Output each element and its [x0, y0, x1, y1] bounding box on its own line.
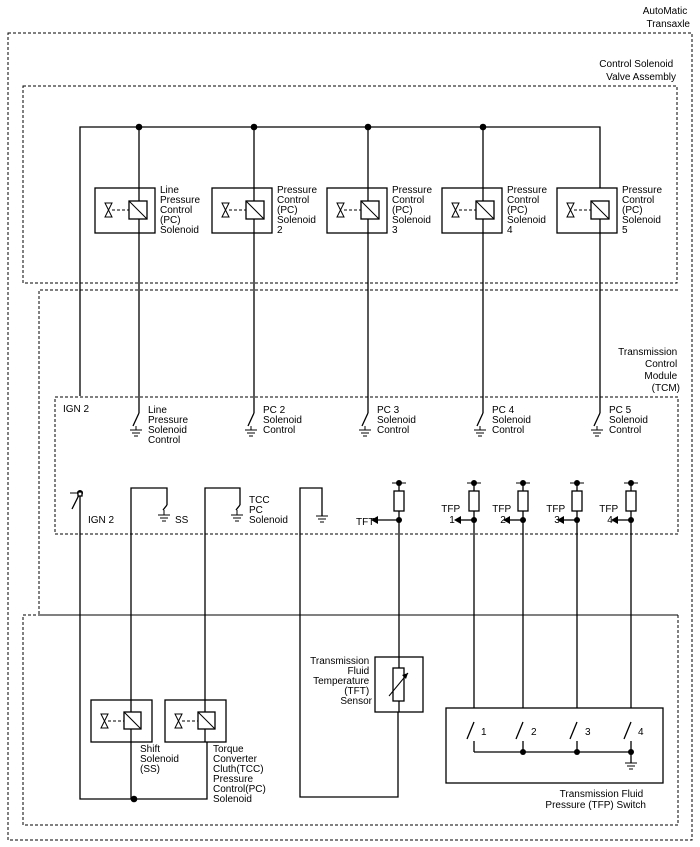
line-pc-control-label: Line Pressure Solenoid Control — [148, 405, 191, 446]
pc-solenoid-5-label: Pressure Control (PC) Solenoid 5 — [622, 185, 665, 236]
tfp1-label: TFP 1 — [441, 504, 463, 526]
sensor-ground-symbol — [316, 515, 328, 523]
tfp-contact-2: 2 — [531, 727, 537, 738]
solenoid-assembly-title: Control Solenoid Valve Assembly — [599, 59, 676, 83]
line-pc-solenoid-label: Line Pressure Control (PC) Solenoid — [160, 185, 203, 236]
lower-feed-splice — [130, 795, 138, 803]
pc5-control-driver: PC 5 Solenoid Control — [591, 405, 651, 437]
tfp2-label: TFP 2 — [492, 504, 514, 526]
lower-solenoid-feed-wire — [79, 505, 208, 800]
ign2-bus-wire — [79, 126, 601, 396]
pc-solenoid-3-label: Pressure Control (PC) Solenoid 3 — [392, 185, 435, 236]
tfp-switch-label: Transmission Fluid Pressure (TFP) Switch — [545, 789, 646, 811]
transaxle-title: AutoMatic Transaxle — [643, 6, 691, 30]
line-pc-control-driver: Line Pressure Solenoid Control — [130, 405, 191, 446]
pc4-control-label: PC 4 Solenoid Control — [492, 405, 534, 436]
shift-solenoid: Shift Solenoid (SS) — [90, 699, 182, 775]
tft-sensor — [374, 656, 424, 713]
tcm-boundary — [38, 289, 678, 616]
pc3-control-label: PC 3 Solenoid Control — [377, 405, 419, 436]
pc-solenoid-3: Pressure Control (PC) Solenoid 3 — [326, 127, 435, 413]
tcc-label: TCC PC Solenoid — [249, 495, 288, 526]
tft-sensor-label: Transmission Fluid Temperature (TFT) Sen… — [310, 656, 373, 707]
sensor-ground-wire — [299, 487, 399, 798]
pc3-control-driver: PC 3 Solenoid Control — [359, 405, 419, 437]
tfp-contact-4: 4 — [638, 727, 644, 738]
pc5-control-label: PC 5 Solenoid Control — [609, 405, 651, 436]
pc2-control-driver: PC 2 Solenoid Control — [245, 405, 305, 437]
tfp1-pullup — [454, 480, 481, 722]
pc-solenoid-2: Pressure Control (PC) Solenoid 2 — [211, 127, 320, 413]
tft-pullup — [371, 480, 406, 657]
tfp-contact-1: 1 — [481, 727, 487, 738]
tcm-title: Transmission Control Module (TCM) — [618, 347, 680, 394]
ss-driver-ground — [158, 510, 170, 522]
pc4-control-driver: PC 4 Solenoid Control — [474, 405, 534, 437]
tfp-switch-housing — [445, 707, 664, 784]
tfp3-pullup — [557, 480, 584, 722]
tcc-pc-solenoid: Torque Converter Cluth(TCC) Pressure Con… — [164, 699, 269, 805]
shift-solenoid-label: Shift Solenoid (SS) — [140, 744, 182, 775]
tft-label: TFT — [356, 517, 374, 528]
pc-solenoid-4: Pressure Control (PC) Solenoid 4 — [441, 127, 550, 413]
transaxle-boundary — [7, 32, 693, 841]
tfp4-label: TFP 4 — [599, 504, 621, 526]
tcc-pc-solenoid-label: Torque Converter Cluth(TCC) Pressure Con… — [213, 744, 269, 805]
tfp2-pullup — [503, 480, 530, 722]
ign2-top-label: IGN 2 — [63, 404, 90, 415]
tfp-switch-contacts — [466, 721, 637, 770]
pc2-control-label: PC 2 Solenoid Control — [263, 405, 305, 436]
tfp4-pullup — [611, 480, 638, 722]
pc-solenoid-4-label: Pressure Control (PC) Solenoid 4 — [507, 185, 550, 236]
line-pc-solenoid: Line Pressure Control (PC) Solenoid — [94, 127, 203, 413]
ign2-switch-label: IGN 2 — [88, 515, 115, 526]
tcc-circuit-wire — [204, 487, 241, 716]
pc-solenoid-5: Pressure Control (PC) Solenoid 5 — [556, 185, 665, 413]
ss-label: SS — [175, 515, 189, 526]
tfp-contact-3: 3 — [585, 727, 591, 738]
tcm-inner-boundary — [54, 396, 679, 535]
pc-solenoid-2-label: Pressure Control (PC) Solenoid 2 — [277, 185, 320, 236]
ss-circuit-wire — [130, 487, 168, 716]
solenoid-assembly-boundary — [22, 85, 678, 284]
tfp3-label: TFP 3 — [546, 504, 568, 526]
tcc-driver-ground — [231, 510, 243, 522]
lower-assembly-boundary — [22, 614, 679, 826]
